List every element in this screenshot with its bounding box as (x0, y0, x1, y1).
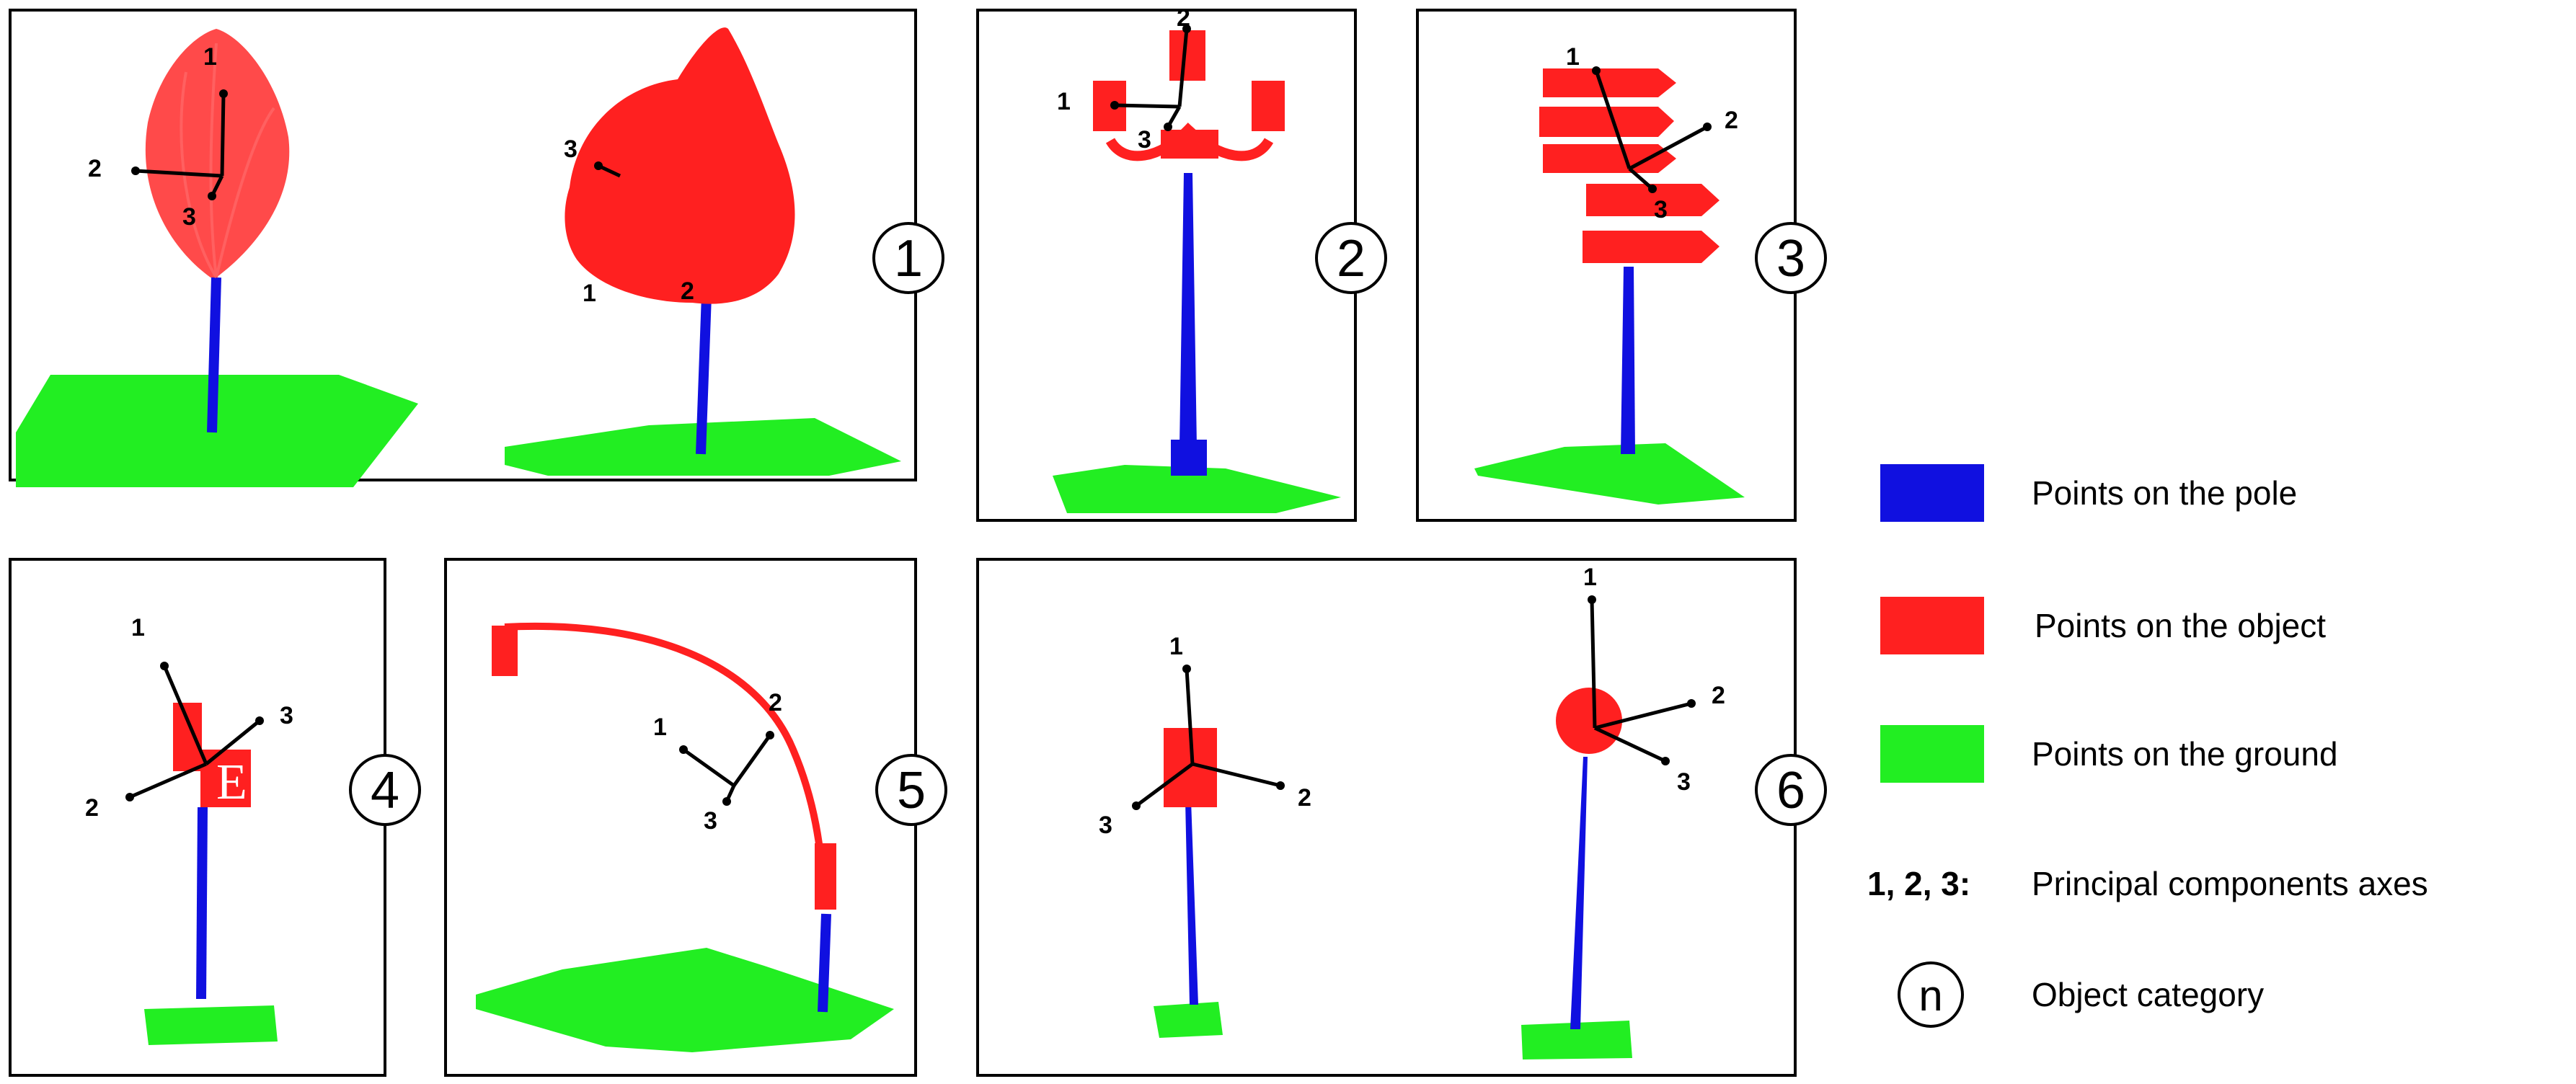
category-badge-4: 4 (349, 754, 421, 826)
panel-4: E 1 3 2 4 (9, 558, 421, 1077)
signs-axes: 1 2 3 (1566, 43, 1738, 223)
tree-a-axes: 1 2 3 (88, 43, 228, 231)
lamp5-axes: 1 2 3 (653, 689, 782, 835)
legend-label-pole: Points on the pole (2032, 474, 2297, 512)
tree-a-axis-2: 2 (88, 155, 102, 182)
tree-b-pole (696, 295, 712, 455)
sign6a-axis-1: 1 (1169, 633, 1183, 660)
category-badge-6: 6 (1755, 754, 1827, 826)
sign4-panel-b (200, 750, 251, 807)
tree-b-axis-3: 3 (564, 136, 577, 163)
sign6a-ground (1154, 1002, 1223, 1038)
legend-label-object: Points on the object (2035, 607, 2326, 644)
legend-item-category: n Object category (1898, 961, 2264, 1028)
panel-3: 1 2 3 3 (1416, 9, 1827, 522)
direction-signs (1539, 68, 1719, 263)
sign6b-panel (1556, 688, 1622, 754)
signs-axis-2: 2 (1725, 107, 1738, 134)
lamp5-pole (818, 913, 831, 1013)
lamp5-axis-3: 3 (704, 807, 717, 835)
svg-text:5: 5 (897, 762, 926, 819)
lamp-axis-3: 3 (1138, 126, 1151, 154)
sign6a-axis-2: 2 (1298, 784, 1311, 812)
legend-swatch-pole (1880, 464, 1984, 522)
signs-ground (1474, 443, 1745, 505)
legend-label-ground: Points on the ground (2032, 735, 2338, 773)
legend-category-label: Object category (2032, 976, 2264, 1013)
sign4-axis-3: 3 (280, 702, 293, 729)
lamp-ground (1053, 465, 1341, 513)
legend-category-symbol (1898, 961, 1964, 1028)
legend-item-axes: 1, 2, 3: Principal components axes (1867, 865, 2428, 902)
lamp-pole (1179, 173, 1197, 447)
lamp5-axis-1: 1 (653, 714, 667, 741)
sign6b-pole (1570, 757, 1588, 1029)
category-badge-2: 2 (1315, 222, 1387, 294)
tree-b-axes: 3 1 2 (564, 136, 694, 307)
svg-text:2: 2 (1337, 230, 1366, 288)
sign6b-ground (1521, 1021, 1632, 1059)
panel-2-frame (976, 9, 1357, 522)
sign4-pole (196, 807, 208, 999)
lamp-axes: 1 2 3 (1057, 4, 1191, 154)
legend: Points on the pole Points on the object … (1867, 464, 2428, 1028)
svg-text:1: 1 (894, 230, 923, 288)
tree-a-pole (207, 277, 221, 433)
lamp5-ground (476, 948, 894, 1052)
panel-2: 1 2 3 2 (976, 4, 1387, 522)
lamp-head (1093, 30, 1285, 161)
svg-text:4: 4 (371, 762, 399, 819)
sign4-axis-1: 1 (131, 614, 145, 641)
svg-text:3: 3 (1776, 230, 1805, 288)
tree-b-axis-1: 1 (583, 280, 596, 307)
sign4-axis-2: 2 (85, 794, 99, 822)
legend-item-object: Points on the object (1880, 597, 2326, 654)
tree-a-axis-1: 1 (203, 43, 217, 71)
signs-pole (1621, 267, 1635, 454)
panel-1: 1 2 3 3 1 2 1 (9, 9, 944, 487)
svg-text:n: n (1918, 972, 1942, 1020)
lamp-axis-2: 2 (1177, 4, 1190, 32)
lamp5-head (492, 626, 518, 676)
sign6b-axis-1: 1 (1583, 564, 1597, 591)
legend-item-pole: Points on the pole (1880, 464, 2297, 522)
svg-text:6: 6 (1776, 762, 1805, 819)
category-badge-1: 1 (872, 222, 944, 294)
lamp-axis-1: 1 (1057, 88, 1071, 115)
lamp5-arm (504, 622, 827, 894)
sign6a-axis-3: 3 (1099, 812, 1112, 839)
panel-5: 1 2 3 5 (444, 558, 947, 1077)
legend-item-ground: Points on the ground (1880, 725, 2338, 783)
sign6a-axes: 1 2 3 (1099, 633, 1311, 839)
lamp5-axis-2: 2 (769, 689, 782, 716)
sign6a-pole (1185, 800, 1198, 1005)
tree-a-canopy (145, 29, 290, 277)
sign6b-axis-2: 2 (1712, 682, 1725, 709)
sign4-panel-glyph: E (216, 755, 247, 810)
lamp5-lower-fixture (815, 843, 836, 910)
category-badge-3: 3 (1755, 222, 1827, 294)
legend-swatch-ground (1880, 725, 1984, 783)
sign4-ground (144, 1005, 278, 1045)
panel-6: 1 2 3 1 2 3 6 (976, 558, 1827, 1077)
signs-axis-1: 1 (1566, 43, 1580, 71)
legend-axes-label: Principal components axes (2032, 865, 2428, 902)
tree-a-axis-3: 3 (182, 203, 196, 231)
category-badge-5: 5 (875, 754, 947, 826)
signs-axis-3: 3 (1654, 196, 1668, 223)
sign6b-axis-3: 3 (1677, 768, 1691, 796)
sign4-panel-a (173, 703, 202, 771)
sign6b-axes: 1 2 3 (1583, 564, 1725, 796)
tree-b-canopy (565, 27, 795, 304)
tree-b-axis-2: 2 (681, 277, 694, 305)
legend-swatch-object (1880, 597, 1984, 654)
sign4-axes: 1 3 2 (85, 614, 293, 822)
legend-axes-key: 1, 2, 3: (1867, 865, 1970, 902)
